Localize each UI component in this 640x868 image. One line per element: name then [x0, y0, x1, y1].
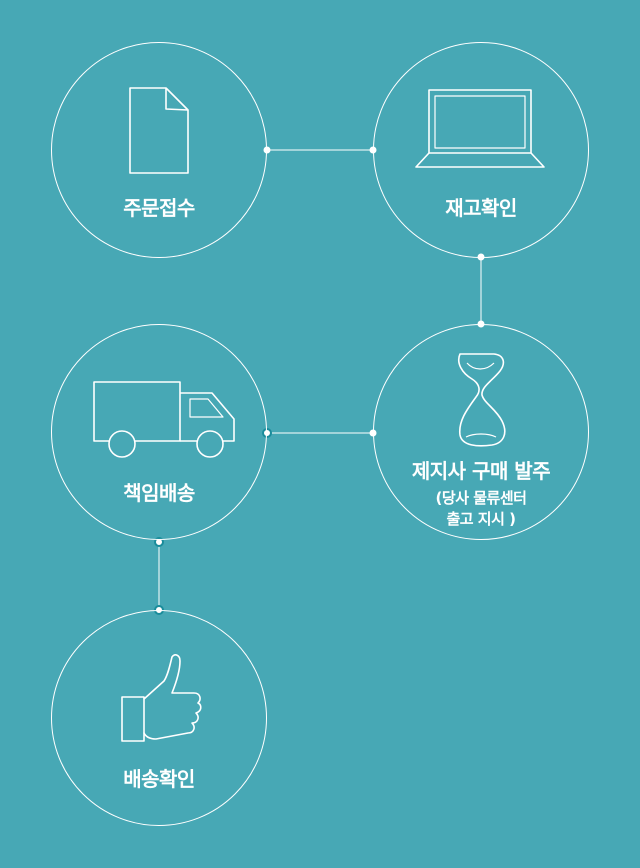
step-delivery-label: 책임배송	[123, 481, 195, 505]
step-confirm-label: 배송확인	[123, 767, 195, 791]
step-purchase-sub2: 출고 지시 )	[446, 510, 516, 528]
step-order-label: 주문접수	[123, 196, 195, 220]
step-delivery: 책임배송	[51, 324, 267, 540]
document-icon	[129, 87, 189, 174]
thumbs-up-icon	[121, 654, 202, 742]
step-order: 주문접수	[51, 42, 267, 258]
step-purchase-sub1: (당사 물류센터	[435, 489, 527, 507]
step-purchase-label: 제지사 구매 발주	[411, 459, 551, 483]
truck-icon	[93, 381, 235, 458]
step-stock: 재고확인	[373, 42, 589, 258]
step-purchase: 제지사 구매 발주 (당사 물류센터 출고 지시 )	[373, 324, 589, 540]
hourglass-icon	[457, 353, 506, 447]
step-stock-label: 재고확인	[445, 196, 517, 220]
step-confirm: 배송확인	[51, 610, 267, 826]
laptop-icon	[415, 89, 545, 168]
